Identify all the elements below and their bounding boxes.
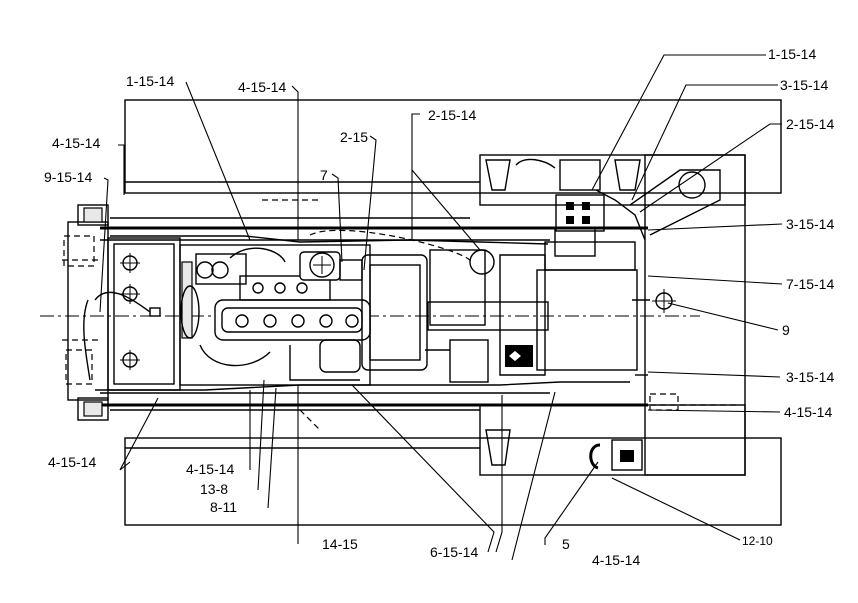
dashed-rear <box>540 393 740 411</box>
label-4-15-14-bottom-left: 4-15-14 <box>48 454 96 470</box>
engine <box>179 244 371 386</box>
label-2-15-14-right: 2-15-14 <box>786 116 834 132</box>
label-4-15-14-left: 4-15-14 <box>52 135 100 151</box>
callout-labels: 1-15-14 4-15-14 2-15-14 2-15 7 1-15-14 3… <box>44 46 834 568</box>
radiator <box>94 237 181 391</box>
upper-track <box>124 99 782 194</box>
label-9-15-14: 9-15-14 <box>44 169 92 185</box>
label-9: 9 <box>782 322 790 338</box>
leader-lines <box>99 54 783 561</box>
label-12-10: 12-10 <box>742 534 773 548</box>
label-4-15-14-top: 4-15-14 <box>238 79 286 95</box>
label-2-15-14-center: 2-15-14 <box>428 107 476 123</box>
label-4-15-14-bottom: 4-15-14 <box>186 461 234 477</box>
fuel-tank <box>505 227 638 371</box>
label-1-15-14-right: 1-15-14 <box>768 46 816 62</box>
wire-harness <box>83 189 650 391</box>
label-8-11: 8-11 <box>210 499 237 515</box>
label-13-8: 13-8 <box>200 481 228 497</box>
label-3-15-14-right-top: 3-15-14 <box>780 77 828 93</box>
transmission <box>361 249 549 383</box>
label-4-15-14-right: 4-15-14 <box>784 404 832 420</box>
battery-box <box>555 159 605 232</box>
label-4-15-14-bottom-right: 4-15-14 <box>592 552 640 568</box>
label-2-15: 2-15 <box>340 129 368 145</box>
label-5: 5 <box>562 536 570 552</box>
label-3-15-14-right-mid: 3-15-14 <box>786 216 834 232</box>
label-6-15-14: 6-15-14 <box>430 544 478 560</box>
label-1-15-14-top-left: 1-15-14 <box>126 73 174 89</box>
dashed-frame <box>262 199 471 431</box>
accumulator <box>589 439 643 471</box>
lower-track <box>124 437 782 526</box>
label-7-15-14: 7-15-14 <box>786 276 834 292</box>
label-14-15: 14-15 <box>322 536 358 552</box>
label-3-15-14-right-low: 3-15-14 <box>786 369 834 385</box>
label-7: 7 <box>320 167 328 183</box>
rear-tank-pipe <box>629 169 721 313</box>
front-bumper <box>62 204 109 421</box>
